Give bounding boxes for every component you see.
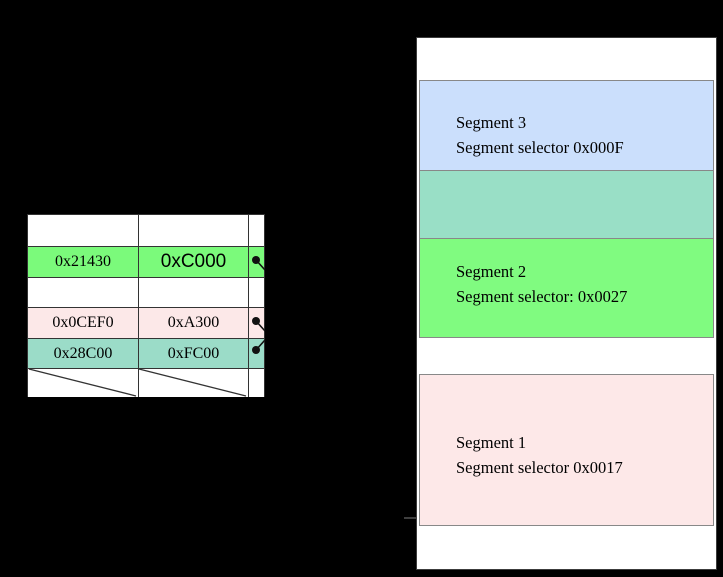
table-row xyxy=(28,277,264,307)
segment-name: Segment 1 xyxy=(456,433,527,452)
base-cell: 0x0CEF0 xyxy=(52,314,114,331)
base-cell: 0x21430 xyxy=(55,253,111,270)
segment-selector: Segment selector: 0x0027 xyxy=(456,287,628,306)
limit-cell: 0xFC00 xyxy=(138,339,248,368)
pointer-cell xyxy=(248,308,264,338)
table-row-torn xyxy=(28,368,264,397)
segment-3-label: Segment 3 Segment selector 0x000F xyxy=(456,110,624,160)
limit-cell: 0xC000 xyxy=(138,247,248,277)
base-cell xyxy=(28,369,138,397)
segment-selector: Segment selector 0x000F xyxy=(456,138,624,157)
limit-cell xyxy=(138,215,248,246)
base-cell xyxy=(28,215,138,246)
table-row: 0x21430 0xC000 xyxy=(28,246,264,277)
base-cell: 0x28C00 xyxy=(53,345,113,362)
segment-name: Segment 3 xyxy=(456,113,527,132)
pointer-cell xyxy=(248,339,264,368)
pointer-cell xyxy=(248,369,264,397)
segment-2-label: Segment 2 Segment selector: 0x0027 xyxy=(456,259,627,309)
table-row xyxy=(28,215,264,246)
segment-1-label: Segment 1 Segment selector 0x0017 xyxy=(456,430,623,480)
limit-cell: 0xA300 xyxy=(138,308,248,338)
pointer-cell xyxy=(248,215,264,246)
arrow-tick-icon xyxy=(404,517,416,519)
table-row: 0x0CEF0 0xA300 xyxy=(28,307,264,338)
base-cell xyxy=(28,278,138,307)
overlap-region-box xyxy=(419,170,714,239)
segment-2-box: Segment 2 Segment selector: 0x0027 xyxy=(419,238,714,338)
segment-name: Segment 2 xyxy=(456,262,527,281)
limit-cell xyxy=(138,369,248,397)
segment-3-box: Segment 3 Segment selector 0x000F xyxy=(419,80,714,171)
table-row: 0x28C00 0xFC00 xyxy=(28,338,264,368)
segment-1-box: Segment 1 Segment selector 0x0017 xyxy=(419,374,714,526)
pointer-cell xyxy=(248,278,264,307)
virtual-address-space: Segment 3 Segment selector 0x000F Segmen… xyxy=(416,37,717,570)
segment-selector: Segment selector 0x0017 xyxy=(456,458,623,477)
descriptor-table: 0x21430 0xC000 0x0CEF0 0xA300 0x28C00 0x… xyxy=(27,214,265,397)
limit-cell xyxy=(138,278,248,307)
pointer-cell xyxy=(248,247,264,277)
